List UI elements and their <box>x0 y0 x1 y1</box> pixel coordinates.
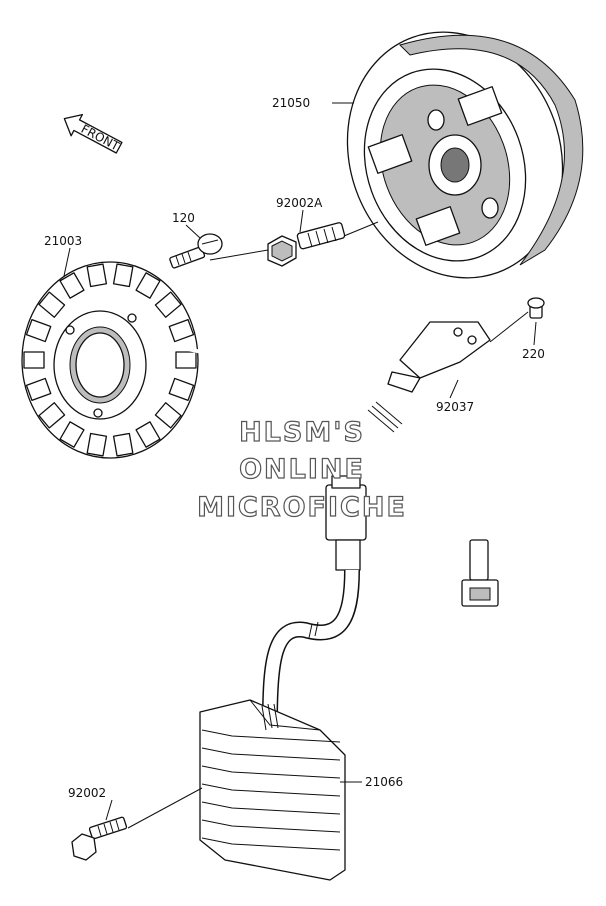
callout-stator: 21003 <box>44 234 82 248</box>
watermark: HLSM'S ONLINE MICROFICHE <box>196 416 407 523</box>
regulator-wiring <box>262 475 367 721</box>
regulator-fin <box>201 801 341 815</box>
regulator-rectifier <box>199 699 346 881</box>
stator-tooth <box>112 432 134 457</box>
stator <box>21 261 199 459</box>
stator-tooth <box>86 263 108 288</box>
callout-screw-120: 120 <box>172 211 195 225</box>
stator-tooth <box>38 291 66 318</box>
stator-tooth <box>25 377 52 401</box>
stator-tooth <box>175 351 197 369</box>
callout-regulator: 21066 <box>365 775 403 789</box>
callout-bracket: 92037 <box>436 400 474 414</box>
bolt-92002 <box>71 816 128 861</box>
watermark-line-1: HLSM'S <box>239 417 365 448</box>
callout-bolt-92002: 92002 <box>68 786 106 800</box>
watermark-line-2: ONLINE <box>239 454 365 485</box>
stator-tooth <box>154 291 182 318</box>
regulator-fin <box>201 747 341 761</box>
callout-screw-220: 220 <box>522 347 545 361</box>
stator-tooth <box>168 319 195 343</box>
regulator-fin <box>201 783 341 797</box>
screw-120 <box>169 233 223 269</box>
stator-tooth <box>59 421 85 448</box>
stator-tooth <box>168 377 195 401</box>
bracket-92037 <box>387 321 491 393</box>
flywheel-rotor <box>346 31 584 279</box>
regulator-fin <box>201 837 341 851</box>
front-arrow-label: FRONT <box>79 122 122 154</box>
regulator-fin <box>201 819 341 833</box>
screw-220 <box>527 297 545 319</box>
stator-tooth <box>23 351 45 369</box>
regulator-fin <box>201 729 341 743</box>
stator-tooth <box>38 402 66 429</box>
callout-bolt-92002A: 92002A <box>276 196 323 210</box>
regulator-fin <box>201 765 341 779</box>
leader-lines <box>63 102 537 829</box>
stator-tooth <box>154 402 182 429</box>
callout-flywheel: 21050 <box>272 96 310 110</box>
stator-wiring <box>149 338 499 607</box>
front-arrow: FRONT <box>63 113 123 154</box>
stator-tooth <box>59 272 85 299</box>
stator-tooth <box>112 263 134 288</box>
bolt-92002A <box>267 222 346 267</box>
watermark-line-3: MICROFICHE <box>197 492 407 523</box>
stator-tooth <box>135 421 161 448</box>
stator-tooth <box>86 432 108 457</box>
stator-tooth <box>25 319 52 343</box>
stator-tooth <box>135 272 161 299</box>
